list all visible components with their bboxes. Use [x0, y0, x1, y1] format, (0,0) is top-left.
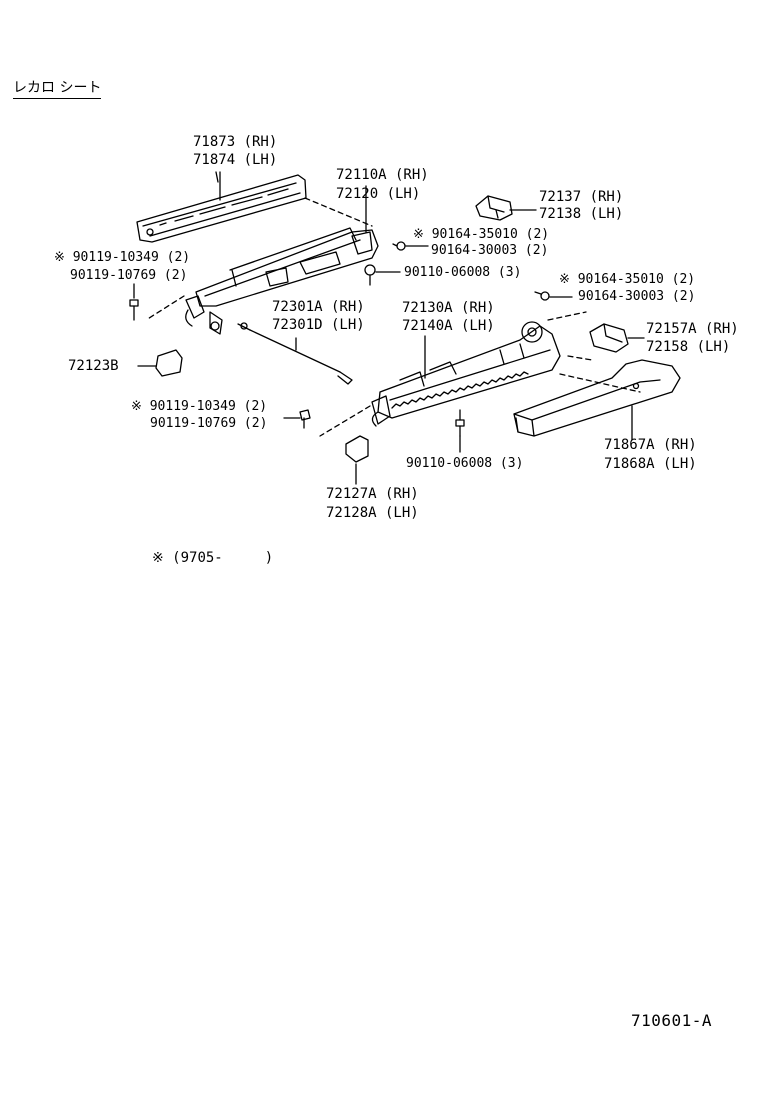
part-72127A: 72127A (RH)	[326, 486, 419, 502]
part-90164-35010-b: ※ 90164-35010 (2)	[559, 272, 696, 287]
lower-cover-icon	[513, 359, 681, 437]
part-72120: 72120 (LH)	[336, 186, 421, 202]
part-90164-30003-b: 90164-30003 (2)	[578, 289, 696, 304]
part-71868A: 71868A (LH)	[604, 456, 697, 472]
part-90164-30003-a: 90164-30003 (2)	[431, 243, 549, 258]
part-90110-06008-a: 90110-06008 (3)	[404, 265, 522, 280]
clip-icon	[475, 195, 513, 221]
part-71867A: 71867A (RH)	[604, 437, 697, 453]
clip-icon	[589, 323, 629, 353]
cap-icon	[345, 435, 369, 463]
part-72158: 72158 (LH)	[646, 339, 731, 355]
upper-cover-icon	[136, 171, 307, 243]
part-90164-35010-a: ※ 90164-35010 (2)	[413, 227, 550, 242]
diagram-code: 710601-A	[631, 1011, 713, 1030]
part-90110-06008-b: 90110-06008 (3)	[406, 456, 524, 471]
part-72130A: 72130A (RH)	[402, 300, 495, 316]
part-72301D: 72301D (LH)	[272, 317, 365, 333]
part-72137: 72137 (RH)	[539, 189, 624, 205]
applicability-note: ※ (9705- )	[152, 550, 274, 566]
seat-track-upper-icon	[185, 227, 379, 335]
bolt-icon	[364, 241, 406, 286]
bolt-icon	[534, 291, 550, 301]
cable-icon	[237, 322, 353, 385]
part-72301A: 72301A (RH)	[272, 299, 365, 315]
part-72138: 72138 (LH)	[539, 206, 624, 222]
part-72140A: 72140A (LH)	[402, 318, 495, 334]
part-72128A: 72128A (LH)	[326, 505, 419, 521]
seat-track-lower-icon	[371, 321, 561, 427]
part-72157A: 72157A (RH)	[646, 321, 739, 337]
part-71873: 71873 (RH)	[193, 134, 278, 150]
part-71874: 71874 (LH)	[193, 152, 278, 168]
page-title: レカロ シート	[13, 80, 102, 99]
cap-icon	[155, 349, 183, 377]
part-90119-10769-a: 90119-10769 (2)	[70, 268, 188, 283]
bolt-icon	[455, 419, 465, 437]
part-72123B: 72123B	[68, 358, 119, 374]
bolt-icon	[129, 299, 139, 321]
part-72110A: 72110A (RH)	[336, 167, 429, 183]
part-90119-10769-b: 90119-10769 (2)	[150, 416, 268, 431]
part-90119-10349-a: ※ 90119-10349 (2)	[54, 250, 191, 265]
part-90119-10349-b: ※ 90119-10349 (2)	[131, 399, 268, 414]
bolt-icon	[299, 409, 311, 429]
